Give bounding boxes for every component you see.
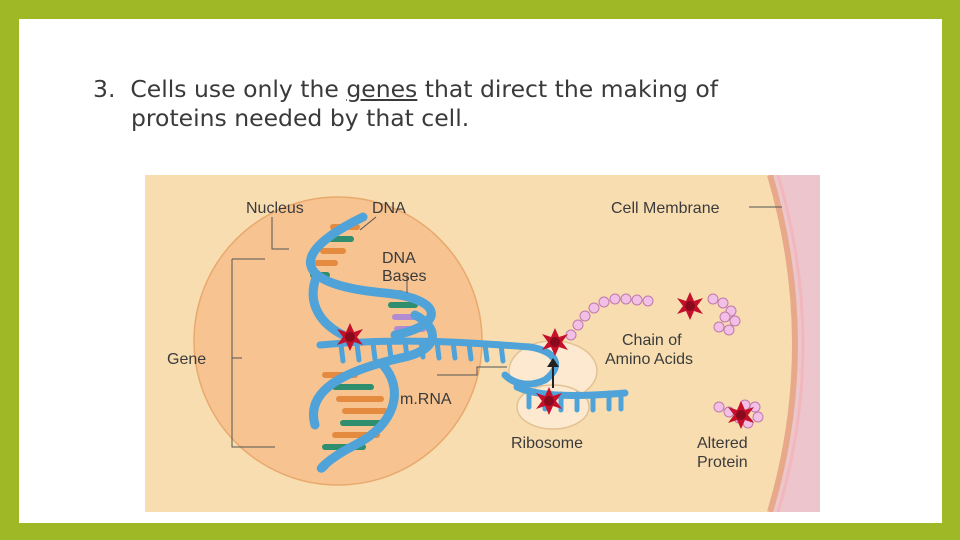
bullet-text-start: Cells use only the	[130, 75, 338, 103]
bullet-text-end: that direct the making of	[425, 75, 718, 103]
gene-expression-diagram: Nucleus DNA DNA Bases Cell Membrane Chai…	[145, 175, 820, 512]
label-dna: DNA	[372, 200, 406, 217]
slide: 3. Cells use only the genes that direct …	[19, 19, 942, 523]
label-mrna: m.RNA	[400, 391, 452, 408]
bullet-number: 3.	[93, 75, 115, 103]
underlined-word: genes	[346, 75, 417, 103]
label-altered-2: Protein	[697, 454, 748, 471]
label-gene: Gene	[167, 351, 206, 368]
bullet-text: 3. Cells use only the genes that direct …	[93, 75, 853, 133]
label-chain-2: Amino Acids	[605, 351, 693, 368]
label-dna-bases-1: DNA	[382, 250, 416, 267]
label-cell-membrane: Cell Membrane	[611, 200, 720, 217]
label-nucleus: Nucleus	[246, 200, 304, 217]
label-altered-1: Altered	[697, 435, 748, 452]
diagram-svg: Nucleus DNA DNA Bases Cell Membrane Chai…	[145, 175, 820, 512]
label-dna-bases-2: Bases	[382, 268, 426, 285]
label-ribosome: Ribosome	[511, 435, 583, 452]
label-chain-1: Chain of	[622, 332, 682, 349]
bullet-text-line2: proteins needed by that cell.	[93, 104, 853, 133]
